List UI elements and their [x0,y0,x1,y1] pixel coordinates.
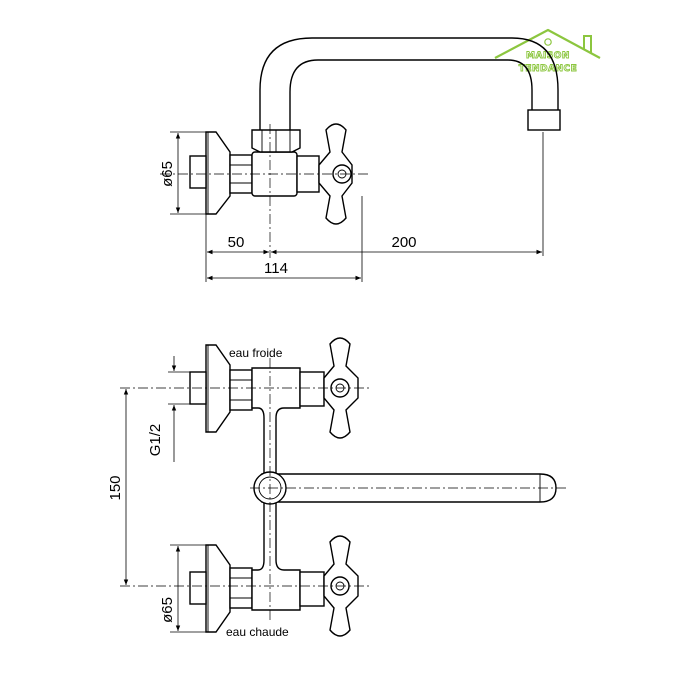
spout-tube [259,37,559,130]
label-hot-water: eau chaude [226,625,289,639]
label-cold-water: eau froide [229,346,283,360]
front-view: G1/2 150 ø65 eau froide eau chaude [107,337,566,639]
brand-line1: MAISON [526,51,570,61]
dim-spout-reach: 200 [391,234,416,251]
brand-logo: MAISON TENDANCE [494,28,601,74]
inlet-stub [189,155,207,189]
dim-front-diameter: ø65 [159,597,176,623]
side-view: ø65 50 200 114 [159,37,561,282]
flange-hot [205,544,231,633]
brand-line2: TENDANCE [519,64,578,74]
dim-thread: G1/2 [147,424,164,457]
nut-hot [229,567,253,609]
dim-centers: 150 [107,475,124,500]
nut-cold [229,369,253,411]
flange-cold [205,344,231,433]
dim-offset: 50 [228,234,245,251]
dim-total-depth: 114 [264,260,288,277]
dim-side-diameter: ø65 [159,161,176,187]
spout-aerator [527,109,561,131]
wall-flange [205,131,231,215]
